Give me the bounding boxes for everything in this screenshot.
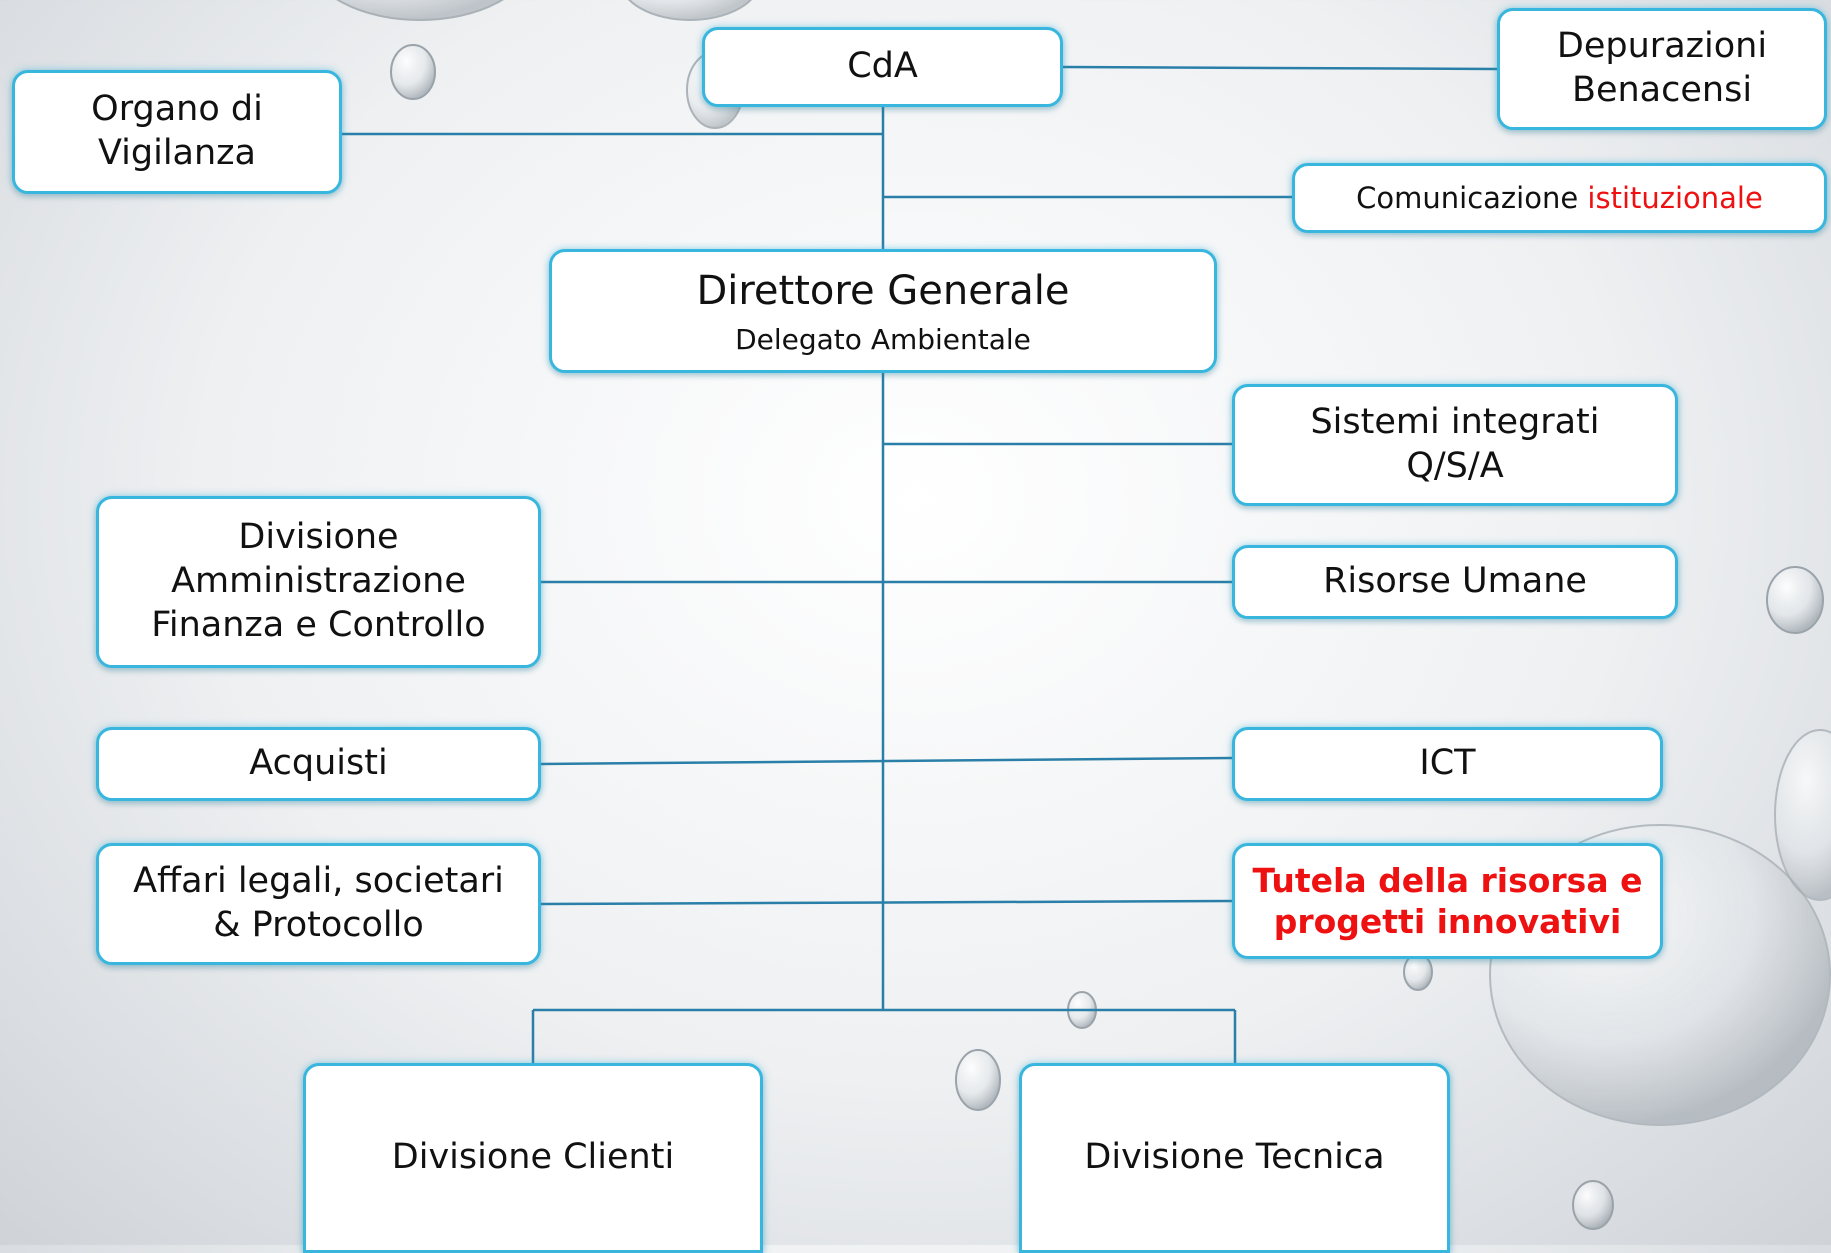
acquisti-node: Acquisti	[96, 727, 541, 801]
cda-node: CdA	[702, 27, 1063, 107]
ict-label: ICT	[1419, 743, 1476, 784]
ict-node: ICT	[1232, 727, 1663, 801]
affari-line1: Affari legali, societari	[133, 861, 504, 902]
tutela-line2: progetti innovativi	[1273, 902, 1622, 941]
sistemi-integrati-node: Sistemi integrati Q/S/A	[1232, 384, 1678, 506]
sistemi-label-line1: Sistemi integrati	[1310, 402, 1600, 443]
direttore-generale-node: Direttore Generale Delegato Ambientale	[549, 249, 1217, 373]
risorse-umane-label: Risorse Umane	[1323, 561, 1587, 602]
divisione-clienti-label: Divisione Clienti	[391, 1137, 675, 1178]
comunicazione-node: Comunicazione istituzionale	[1292, 163, 1827, 233]
divisione-clienti-node: Divisione Clienti	[303, 1063, 763, 1253]
divisione-tecnica-label: Divisione Tecnica	[1084, 1137, 1385, 1178]
tutela-risorsa-node: Tutela della risorsa e progetti innovati…	[1232, 843, 1663, 959]
affari-line2: & Protocollo	[213, 905, 424, 945]
direttore-title: Direttore Generale	[696, 267, 1070, 314]
depurazioni-label-line2: Benacensi	[1571, 70, 1753, 110]
comunicazione-label: Comunicazione	[1356, 181, 1588, 215]
div-amm-line3: Finanza e Controllo	[151, 604, 486, 645]
depurazioni-label-line1: Depurazioni	[1556, 26, 1768, 67]
sistemi-label-line2: Q/S/A	[1406, 446, 1504, 486]
div-amm-line2: Amministrazione	[171, 561, 466, 602]
direttore-subtitle: Delegato Ambientale	[735, 322, 1031, 356]
depurazioni-node: Depurazioni Benacensi	[1497, 8, 1827, 130]
organo-label-line1: Organo di	[91, 89, 263, 130]
tutela-line1: Tutela della risorsa e	[1252, 860, 1643, 900]
div-amm-line1: Divisione	[238, 517, 399, 558]
divisione-tecnica-node: Divisione Tecnica	[1019, 1063, 1450, 1253]
divisione-amministrazione-node: Divisione Amministrazione Finanza e Cont…	[96, 496, 541, 668]
istituzionale-label: istituzionale	[1587, 181, 1763, 215]
risorse-umane-node: Risorse Umane	[1232, 545, 1678, 619]
cda-label: CdA	[847, 46, 918, 87]
acquisti-label: Acquisti	[249, 743, 388, 784]
affari-legali-node: Affari legali, societari & Protocollo	[96, 843, 541, 965]
organo-vigilanza-node: Organo di Vigilanza	[12, 70, 342, 194]
organo-label-line2: Vigilanza	[97, 133, 256, 173]
